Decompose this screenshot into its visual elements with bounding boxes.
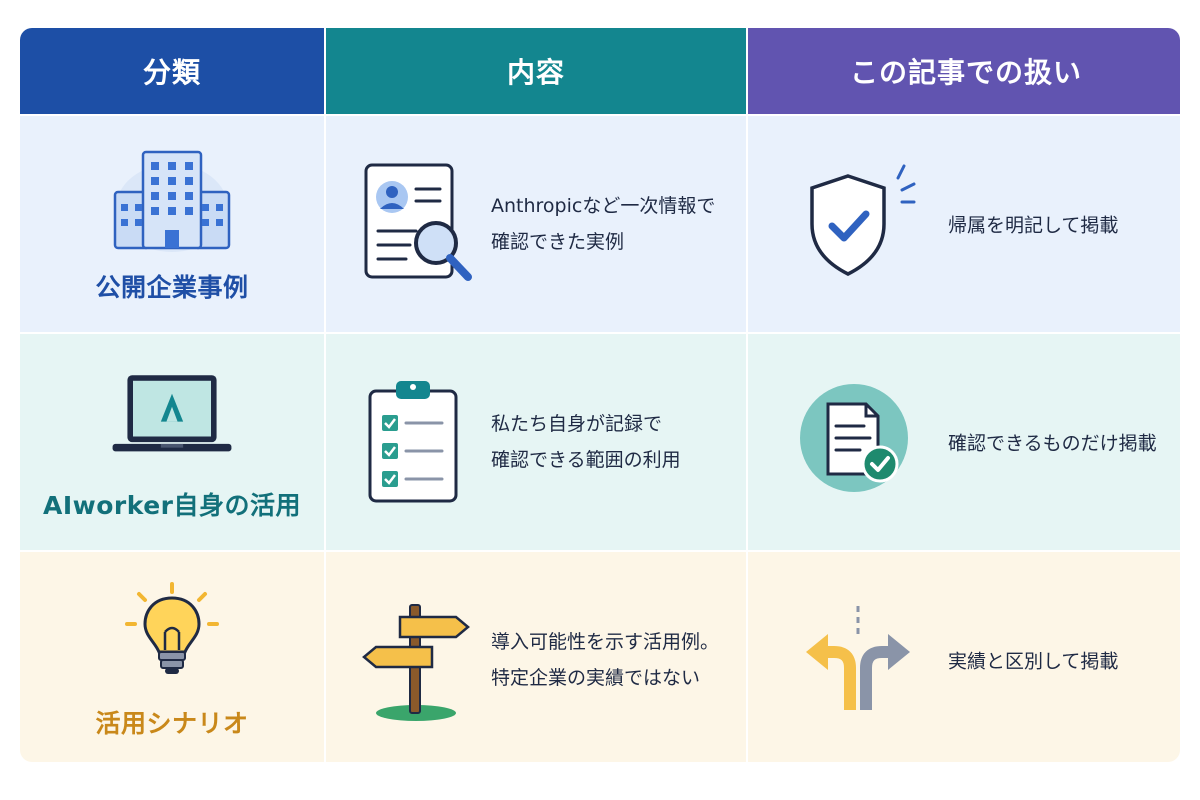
header-category: 分類 (20, 28, 324, 114)
row-3-handling-cell: 実績と区別して掲載 (748, 552, 1180, 762)
profile-search-icon (356, 159, 476, 289)
signpost-icon (356, 595, 476, 725)
row-1-category-cell: 公開企業事例 (20, 116, 324, 332)
category-label-scenario: 活用シナリオ (95, 709, 249, 738)
lightbulb-icon (107, 580, 237, 690)
content-text-public-cases: Anthropicなど一次情報で 確認できた実例 (491, 195, 716, 253)
shield-check-icon (798, 164, 918, 284)
handling-text-aiworker: 確認できるものだけ掲載 (948, 432, 1157, 455)
row-2-handling-cell: 確認できるものだけ掲載 (748, 334, 1180, 550)
header-content: 内容 (326, 28, 746, 114)
row-1-content-cell: Anthropicなど一次情報で 確認できた実例 (326, 116, 746, 332)
category-label-public-cases: 公開企業事例 (95, 273, 249, 302)
content-text-aiworker: 私たち自身が記録で 確認できる範囲の利用 (491, 413, 681, 471)
category-label-aiworker: AIworker自身の活用 (43, 491, 301, 520)
split-arrows-icon (798, 600, 918, 720)
row-1-handling-cell: 帰属を明記して掲載 (748, 116, 1180, 332)
document-check-icon (798, 382, 918, 502)
content-text-scenario: 導入可能性を示す活用例。 特定企業の実績ではない (491, 631, 720, 689)
building-icon (107, 144, 237, 254)
handling-text-public-cases: 帰属を明記して掲載 (948, 214, 1119, 237)
checklist-icon (356, 377, 476, 507)
header-handling: この記事での扱い (748, 28, 1180, 114)
handling-text-scenario: 実績と区別して掲載 (948, 650, 1119, 673)
row-2-category-cell: AIworker自身の活用 (20, 334, 324, 550)
row-3-content-cell: 導入可能性を示す活用例。 特定企業の実績ではない (326, 552, 746, 762)
laptop-icon (107, 362, 237, 472)
row-2-content-cell: 私たち自身が記録で 確認できる範囲の利用 (326, 334, 746, 550)
row-3-category-cell: 活用シナリオ (20, 552, 324, 762)
classification-table: 分類 内容 この記事での扱い (20, 28, 1180, 762)
